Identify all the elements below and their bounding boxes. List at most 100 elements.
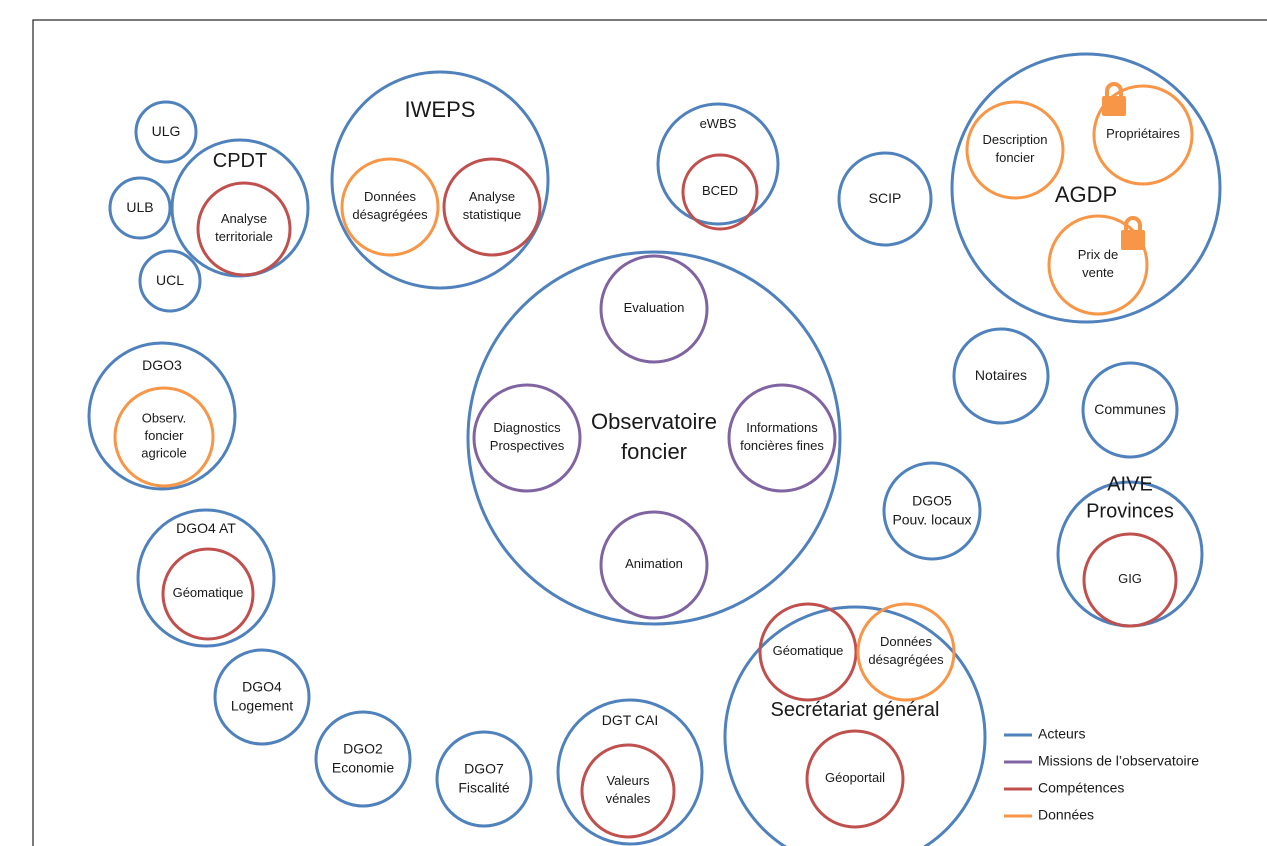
sg-donnees-label-line: désagrégées xyxy=(868,652,944,667)
diagram-frame xyxy=(32,19,1267,846)
ulb-label: ULB xyxy=(126,199,153,215)
bced-label: BCED xyxy=(702,183,738,198)
legend-item-donnees: Données xyxy=(1004,807,1094,823)
dgo4log-circle xyxy=(213,648,311,746)
valeurs-label-line: Valeurs xyxy=(606,774,650,789)
dgo4log-label-line: Logement xyxy=(231,697,293,713)
gig-label-line: GIG xyxy=(1118,571,1142,586)
legend-label-competences: Compétences xyxy=(1038,780,1124,796)
ewbs-label-line: eWBS xyxy=(700,116,737,131)
ulg-label-line: ULG xyxy=(152,123,181,139)
notaires-label-line: Notaires xyxy=(975,367,1027,383)
aive-label-line: Provinces xyxy=(1086,501,1174,523)
dgo5-circle xyxy=(882,461,982,561)
iweps-label: IWEPS xyxy=(405,97,476,122)
dgo4at-circle xyxy=(136,508,276,648)
animation-label: Animation xyxy=(625,556,683,571)
animation-label-line: Animation xyxy=(625,556,683,571)
gig-circle xyxy=(1082,532,1178,628)
observatoire-label-line: Observatoire xyxy=(591,409,717,434)
iweps-circle xyxy=(330,70,550,290)
geoportail-circle xyxy=(805,729,905,829)
communes-label-line: Communes xyxy=(1094,401,1166,417)
animation-circle xyxy=(599,510,709,620)
legend-label-acteurs: Acteurs xyxy=(1038,726,1085,742)
dgo3-observ-circle xyxy=(113,386,215,488)
sg-donnees-circle xyxy=(856,602,956,702)
sg-donnees-label: Données désagrégées xyxy=(868,635,944,668)
sg-geomatique-circle xyxy=(758,602,858,702)
dgo3-label: DGO3 xyxy=(142,357,182,373)
geoportail-label: Géoportail xyxy=(825,770,885,785)
diagnostics-label-line: Prospectives xyxy=(490,438,565,453)
geoportail-label-line: Géoportail xyxy=(825,770,885,785)
communes-circle xyxy=(1081,361,1179,459)
scip-label: SCIP xyxy=(869,190,902,206)
diagnostics-circle xyxy=(472,383,582,493)
notaires-circle xyxy=(952,327,1050,425)
ulg-circle xyxy=(134,100,198,164)
observatoire-label-line: foncier xyxy=(621,439,687,464)
dgo4at-geomatique-circle xyxy=(161,547,255,641)
iweps-label-line: IWEPS xyxy=(405,97,476,122)
evaluation-circle xyxy=(599,254,709,364)
legend-label-missions: Missions de l’observatoire xyxy=(1038,753,1199,769)
iweps-analyse-circle xyxy=(442,157,542,257)
sg-geomatique-label: Géomatique xyxy=(773,643,844,658)
scip-label-line: SCIP xyxy=(869,190,902,206)
ucl-circle xyxy=(138,249,202,313)
evaluation-label: Evaluation xyxy=(624,300,685,315)
agdp-prix-circle xyxy=(1047,214,1149,316)
dgo3-label-line: DGO3 xyxy=(142,357,182,373)
dgo4log-label-line: DGO4 xyxy=(242,678,282,694)
dgtcai-label: DGT CAI xyxy=(602,712,659,728)
circles-layer xyxy=(87,52,1222,846)
dgo3-observ-label: Observ. foncier agricole xyxy=(141,411,187,461)
dgo3-observ-label-line: agricole xyxy=(141,446,187,461)
cpdt-analyse-label-line: Analyse xyxy=(221,212,267,227)
agdp-label: AGDP xyxy=(1055,182,1117,207)
agdp-description-label-line: Description xyxy=(982,133,1047,148)
aive-label: AIVE Provinces xyxy=(1086,474,1174,523)
sg-label: Secrétariat général xyxy=(771,699,940,721)
dgo3-circle xyxy=(87,341,237,491)
dgo7-label-line: DGO7 xyxy=(464,760,504,776)
dgo3-observ-label-line: foncier xyxy=(144,428,184,443)
legend-item-competences: Compétences xyxy=(1004,780,1124,796)
scip-circle xyxy=(837,151,933,247)
iweps-donnees-label-line: Données xyxy=(364,190,417,205)
iweps-analyse-label-line: Analyse xyxy=(469,190,515,205)
agdp-proprietaires-label: Propriétaires xyxy=(1106,126,1180,141)
dgo2-circle xyxy=(314,710,412,808)
valeurs-circle xyxy=(580,743,676,839)
ulb-label-line: ULB xyxy=(126,199,153,215)
aive-label-line: AIVE xyxy=(1107,474,1153,496)
informations-label-line: Informations xyxy=(746,421,818,436)
agdp-circle xyxy=(950,52,1222,324)
dgtcai-label-line: DGT CAI xyxy=(602,712,659,728)
dgtcai-circle xyxy=(556,698,704,846)
cpdt-analyse-circle xyxy=(196,181,292,277)
iweps-analyse-label-line: statistique xyxy=(463,207,522,222)
ucl-label-line: UCL xyxy=(156,272,184,288)
bced-circle xyxy=(681,153,759,231)
dgo4at-label-line: DGO4 AT xyxy=(176,520,236,536)
sg-donnees-label-line: Données xyxy=(880,635,933,650)
diagnostics-label-line: Diagnostics xyxy=(493,421,561,436)
cpdt-analyse-label-line: territoriale xyxy=(215,229,273,244)
dgo3-observ-label-line: Observ. xyxy=(142,411,187,426)
agdp-proprietaires-label-line: Propriétaires xyxy=(1106,126,1180,141)
ulb-circle xyxy=(108,176,172,240)
agdp-prix-label-line: vente xyxy=(1082,265,1114,280)
iweps-donnees-circle xyxy=(340,157,440,257)
notaires-label: Notaires xyxy=(975,367,1027,383)
